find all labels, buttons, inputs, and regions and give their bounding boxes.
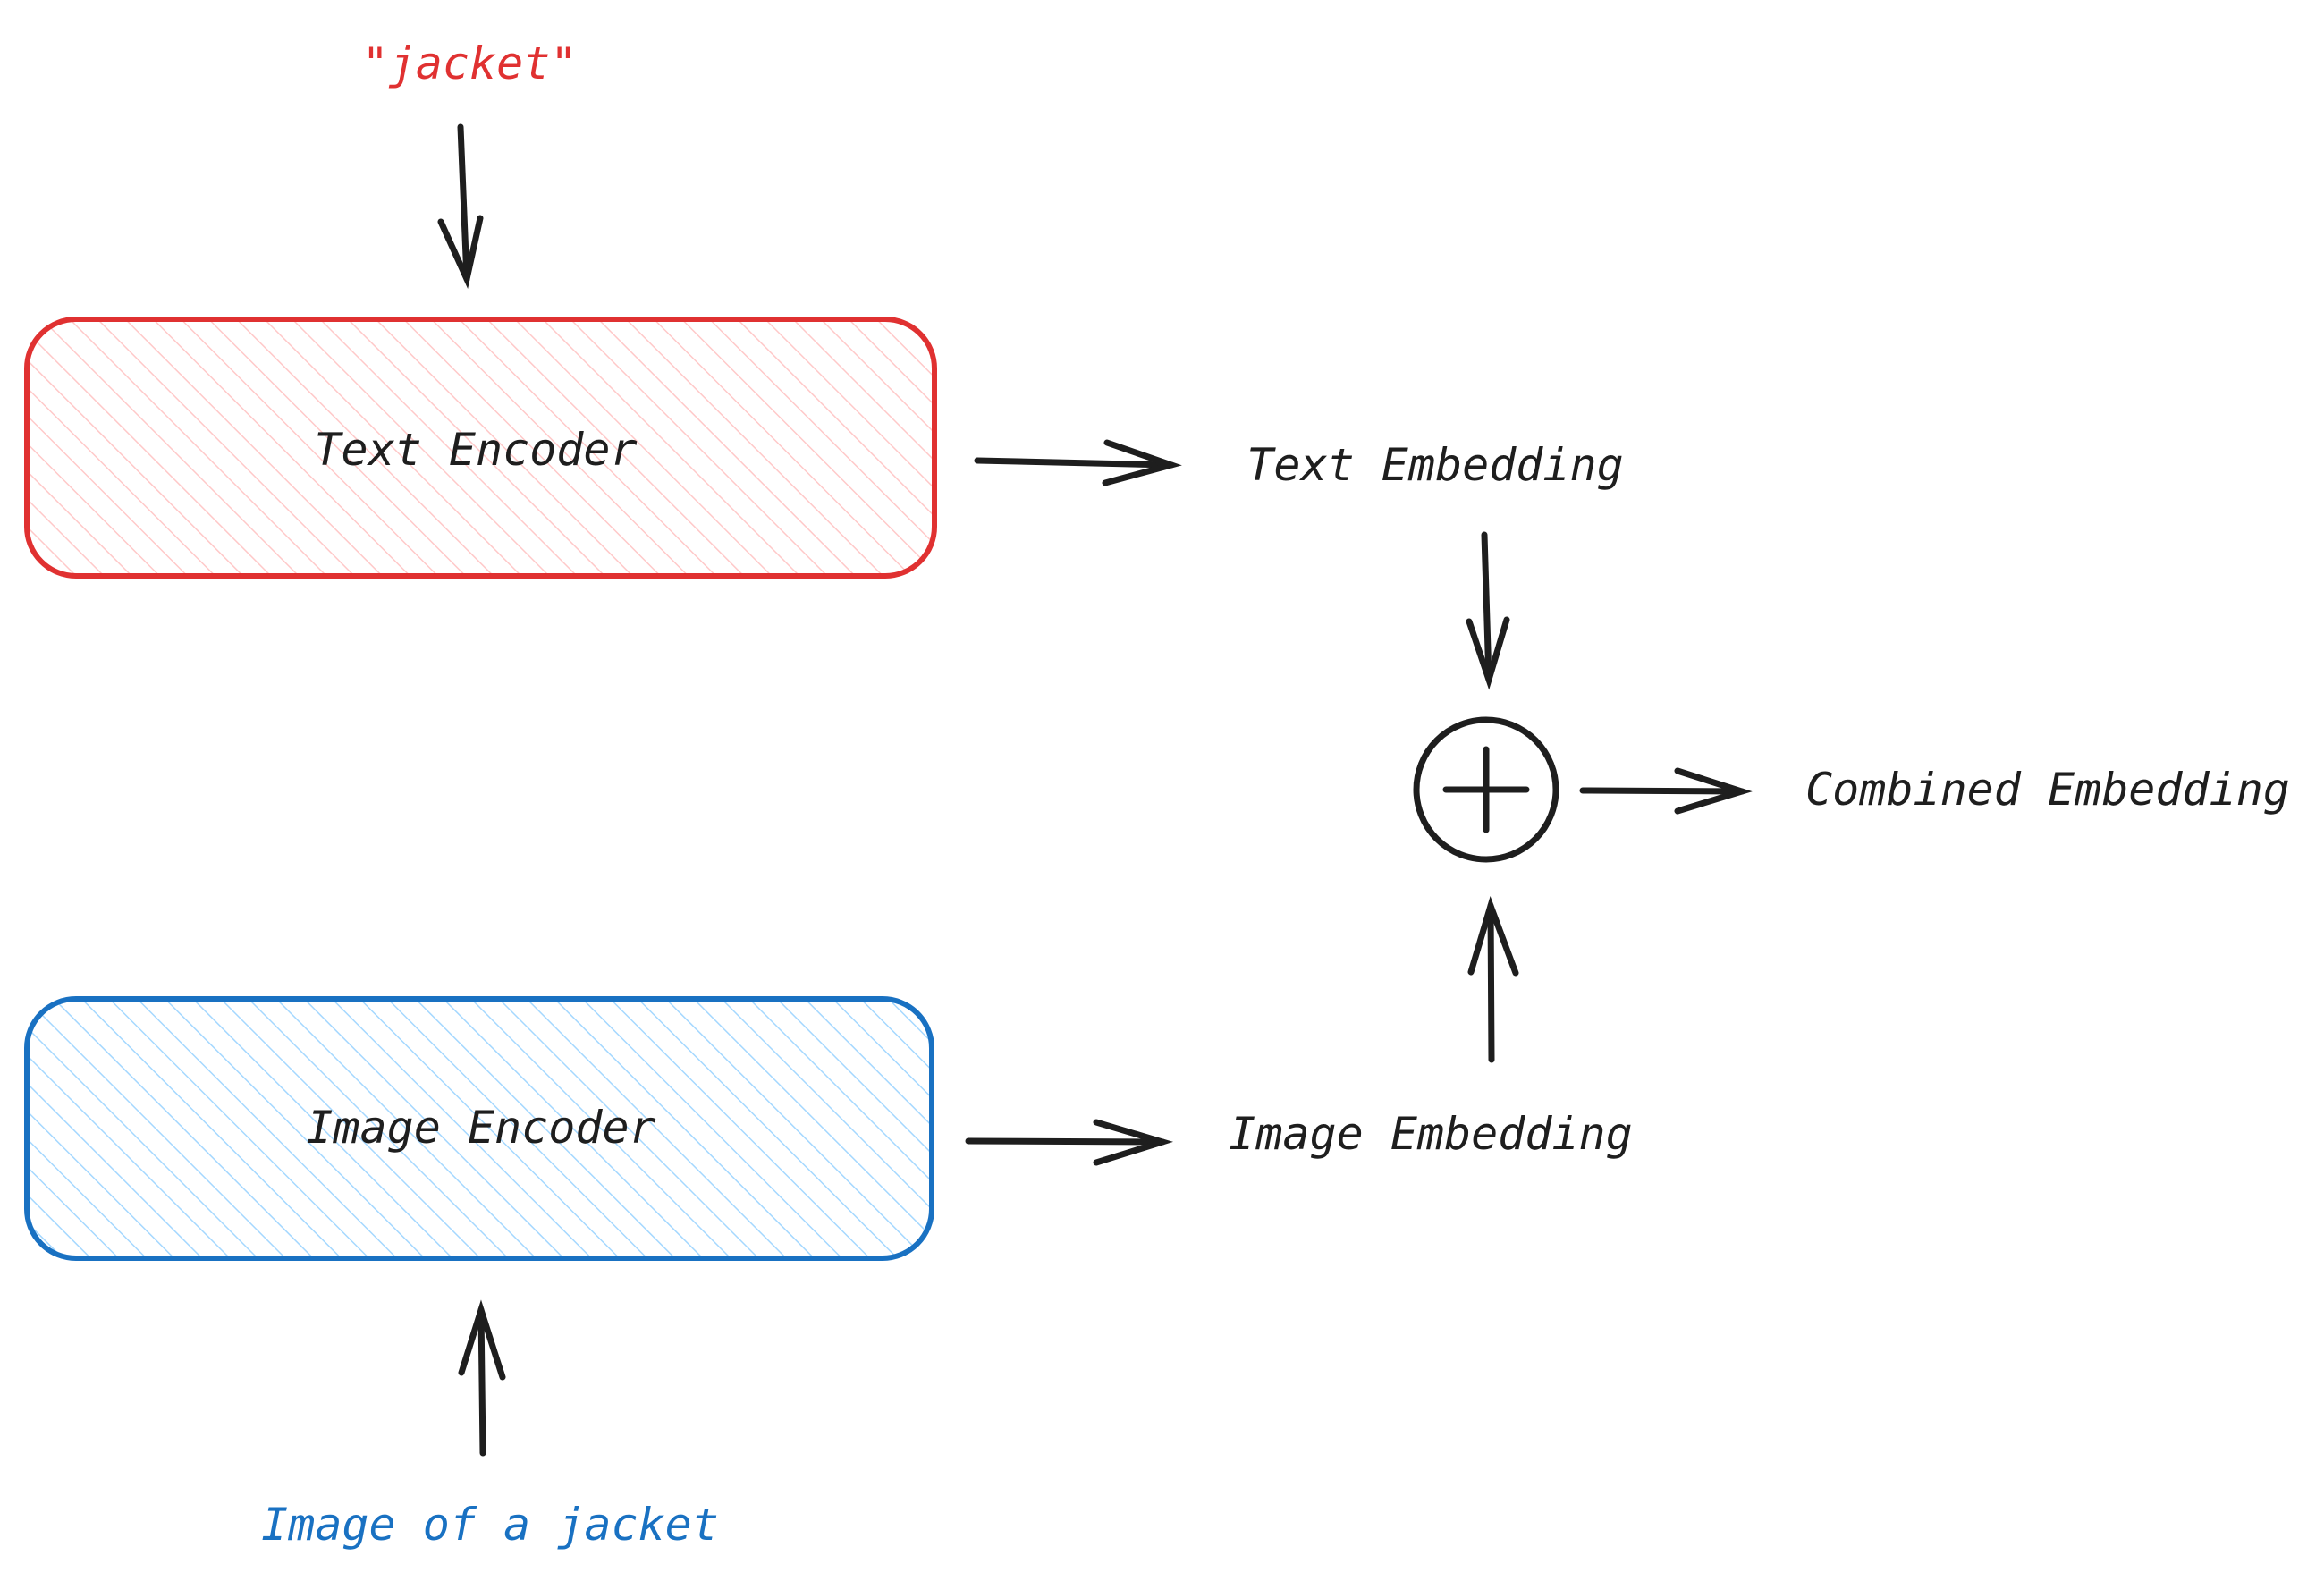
arrow-image-encoder-to-embedding — [965, 1119, 1174, 1166]
arrow-image-query-to-image-encoder — [458, 1299, 506, 1457]
combined-embedding-label: Combined Embedding — [1805, 764, 2290, 816]
image-encoder-label: Image Encoder — [306, 1102, 655, 1154]
text-encoder-label: Text Encoder — [314, 424, 637, 476]
image-query-label: Image of a jacket — [261, 1499, 719, 1551]
arrow-text-embedding-to-combiner — [1466, 531, 1510, 690]
text-encoder-box: Text Encoder — [24, 317, 937, 579]
image-encoder-box: Image Encoder — [24, 996, 934, 1261]
text-query-label: "jacket" — [362, 38, 578, 89]
arrow-text-encoder-to-embedding — [974, 439, 1182, 486]
arrow-query-to-text-encoder — [437, 123, 484, 290]
arrow-combiner-to-combined — [1579, 767, 1753, 815]
arrow-image-embedding-to-combiner — [1467, 895, 1519, 1063]
text-embedding-label: Text Embedding — [1247, 439, 1623, 491]
image-embedding-label: Image Embedding — [1229, 1108, 1633, 1160]
plus-circle-icon — [1413, 716, 1559, 863]
